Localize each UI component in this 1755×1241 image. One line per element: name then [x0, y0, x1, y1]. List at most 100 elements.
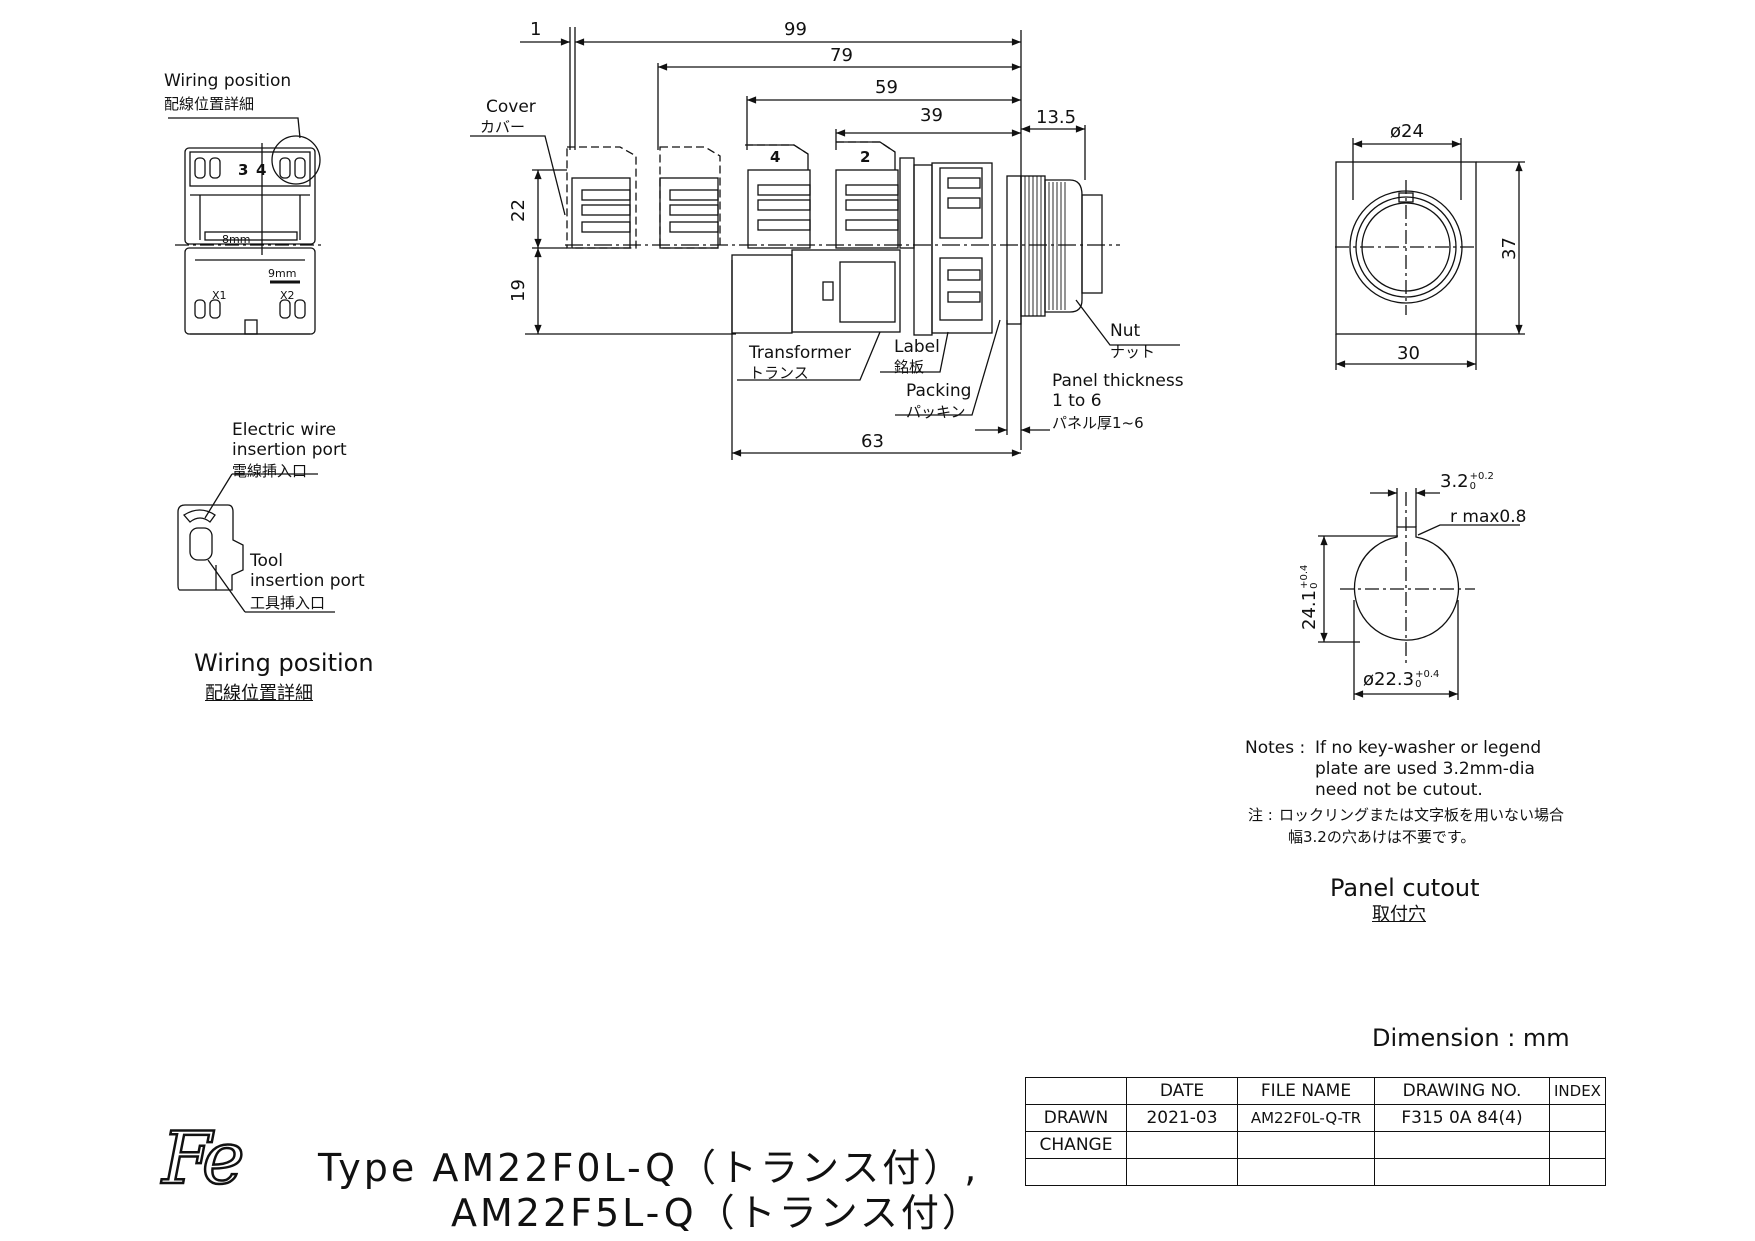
- wiring-caption-jp: 配線位置詳細: [205, 683, 313, 704]
- front-dim-diameter: ø24: [1390, 121, 1424, 142]
- terminal-4-label: 4: [256, 161, 267, 179]
- dim-13-5: 13.5: [1036, 107, 1077, 128]
- cutout-dia-tol-lo: 0: [1415, 679, 1422, 690]
- cell-index: [1549, 1131, 1606, 1159]
- electric-wire-label-1: Electric wire: [232, 420, 337, 440]
- cutout-height-tol-lo: 0: [1309, 582, 1320, 589]
- dim-79: 79: [830, 45, 853, 66]
- side-view-dimensions: [520, 27, 1120, 460]
- wiring-leader: [168, 117, 301, 139]
- side-view-leaders: [470, 135, 1180, 416]
- title-block-header: DATE FILE NAME DRAWING NO. INDEX: [1025, 1077, 1606, 1105]
- dim-19: 19: [508, 279, 529, 302]
- cutout-height-value: 24.1: [1299, 589, 1320, 630]
- dim-39: 39: [920, 105, 943, 126]
- label-label-en: Label: [894, 337, 940, 357]
- terminal-3-label: 3: [238, 161, 249, 179]
- header-drawing-no: DRAWING NO.: [1374, 1077, 1550, 1105]
- notes-label: Notes :: [1245, 738, 1306, 758]
- row-label: CHANGE: [1025, 1131, 1127, 1159]
- label-label-jp: 銘板: [894, 358, 925, 376]
- cell-file-name: [1237, 1158, 1375, 1186]
- dim-1: 1: [530, 19, 542, 40]
- port-detail: [177, 473, 335, 613]
- electric-wire-label-2: insertion port: [232, 440, 347, 460]
- cutout-key-tol-up: +0.2: [1469, 471, 1494, 482]
- title-block-row: DRAWN 2021-03 AM22F0L-Q-TR F315 0A 84(4): [1025, 1104, 1606, 1132]
- block-2-label: 2: [860, 148, 871, 166]
- title-block-row: CHANGE: [1025, 1131, 1606, 1159]
- cover-label-en: Cover: [486, 97, 536, 117]
- cutout-caption-jp: 取付穴: [1372, 904, 1426, 925]
- wiring-caption-en: Wiring position: [194, 649, 374, 677]
- fe-logo: Fe: [161, 1116, 246, 1200]
- tool-port-label-2: insertion port: [250, 571, 365, 591]
- panel-thickness-label-jp: パネル厚1~6: [1052, 414, 1144, 432]
- cover-label-jp: カバー: [480, 118, 526, 136]
- terminal-x2-label: X2: [280, 289, 295, 302]
- header-file-name: FILE NAME: [1237, 1077, 1375, 1105]
- nut-label-en: Nut: [1110, 321, 1141, 341]
- cutout-caption-en: Panel cutout: [1330, 874, 1480, 902]
- row-label: DRAWN: [1025, 1104, 1127, 1132]
- wiring-detail-circle: [271, 135, 321, 185]
- type-line-1: Type AM22F0L-Q（トランス付）,: [318, 1146, 980, 1190]
- cell-date: 2021-03: [1126, 1104, 1238, 1132]
- tool-port-label-1: Tool: [250, 551, 284, 571]
- dim-59: 59: [875, 77, 898, 98]
- wiring-callout-jp: 配線位置詳細: [164, 95, 255, 113]
- title-block: DATE FILE NAME DRAWING NO. INDEX DRAWN 2…: [1025, 1077, 1606, 1186]
- cell-file-name: [1237, 1131, 1375, 1159]
- cell-date: [1126, 1158, 1238, 1186]
- notes-jp-label: 注 :: [1248, 806, 1273, 824]
- panel-thickness-label-2: 1 to 6: [1052, 391, 1102, 411]
- dimension-unit: Dimension : mm: [1372, 1024, 1570, 1052]
- front-dim-height: 37: [1499, 237, 1520, 260]
- cell-index: [1549, 1158, 1606, 1186]
- front-dim-width: 30: [1397, 343, 1420, 364]
- dim-63: 63: [861, 431, 884, 452]
- front-view: [1335, 138, 1525, 370]
- wiring-block-top: [175, 143, 325, 255]
- title-block-row: [1025, 1158, 1606, 1186]
- cutout-diameter-value: ø22.3: [1363, 669, 1415, 690]
- packing-label-en: Packing: [906, 381, 972, 401]
- block-4-label: 4: [770, 148, 781, 166]
- cell-date: [1126, 1131, 1238, 1159]
- notes-jp-line-2: 幅3.2の穴あけは不要です。: [1288, 828, 1476, 846]
- wiring-callout-en: Wiring position: [164, 71, 292, 91]
- cell-drawing-no: [1374, 1131, 1550, 1159]
- transformer-label-jp: トランス: [749, 364, 809, 382]
- transformer-label-en: Transformer: [749, 343, 852, 363]
- mark-9mm: 9mm: [268, 267, 297, 280]
- terminal-x1-label: X1: [212, 289, 227, 302]
- tool-port-label-jp: 工具挿入口: [250, 594, 326, 612]
- cell-drawing-no: [1374, 1158, 1550, 1186]
- mark-8mm: 8mm: [222, 233, 251, 246]
- header-index: INDEX: [1549, 1077, 1606, 1105]
- cutout-radius: r max0.8: [1450, 507, 1527, 527]
- side-view-body: [566, 141, 1103, 336]
- nut-label-jp: ナット: [1110, 343, 1156, 361]
- notes-jp-line-1: ロックリングまたは文字板を用いない場合: [1279, 806, 1565, 824]
- notes-line-3: need not be cutout.: [1315, 780, 1483, 800]
- cutout-key-tol-lo: 0: [1469, 481, 1477, 492]
- header-blank: [1025, 1077, 1127, 1105]
- cell-index: [1549, 1104, 1606, 1132]
- dim-22: 22: [508, 199, 529, 222]
- electric-wire-label-jp: 電線挿入口: [232, 462, 308, 480]
- panel-cutout-view: [1318, 488, 1520, 700]
- notes-line-1: If no key-washer or legend: [1315, 738, 1542, 758]
- cell-drawing-no: F315 0A 84(4): [1374, 1104, 1550, 1132]
- cell-file-name: AM22F0L-Q-TR: [1237, 1104, 1375, 1132]
- packing-label-jp: パッキン: [906, 403, 966, 421]
- header-date: DATE: [1126, 1077, 1238, 1105]
- cutout-dia-tol-up: +0.4: [1415, 669, 1440, 680]
- dim-99: 99: [784, 19, 807, 40]
- wiring-block-bottom: [184, 247, 316, 335]
